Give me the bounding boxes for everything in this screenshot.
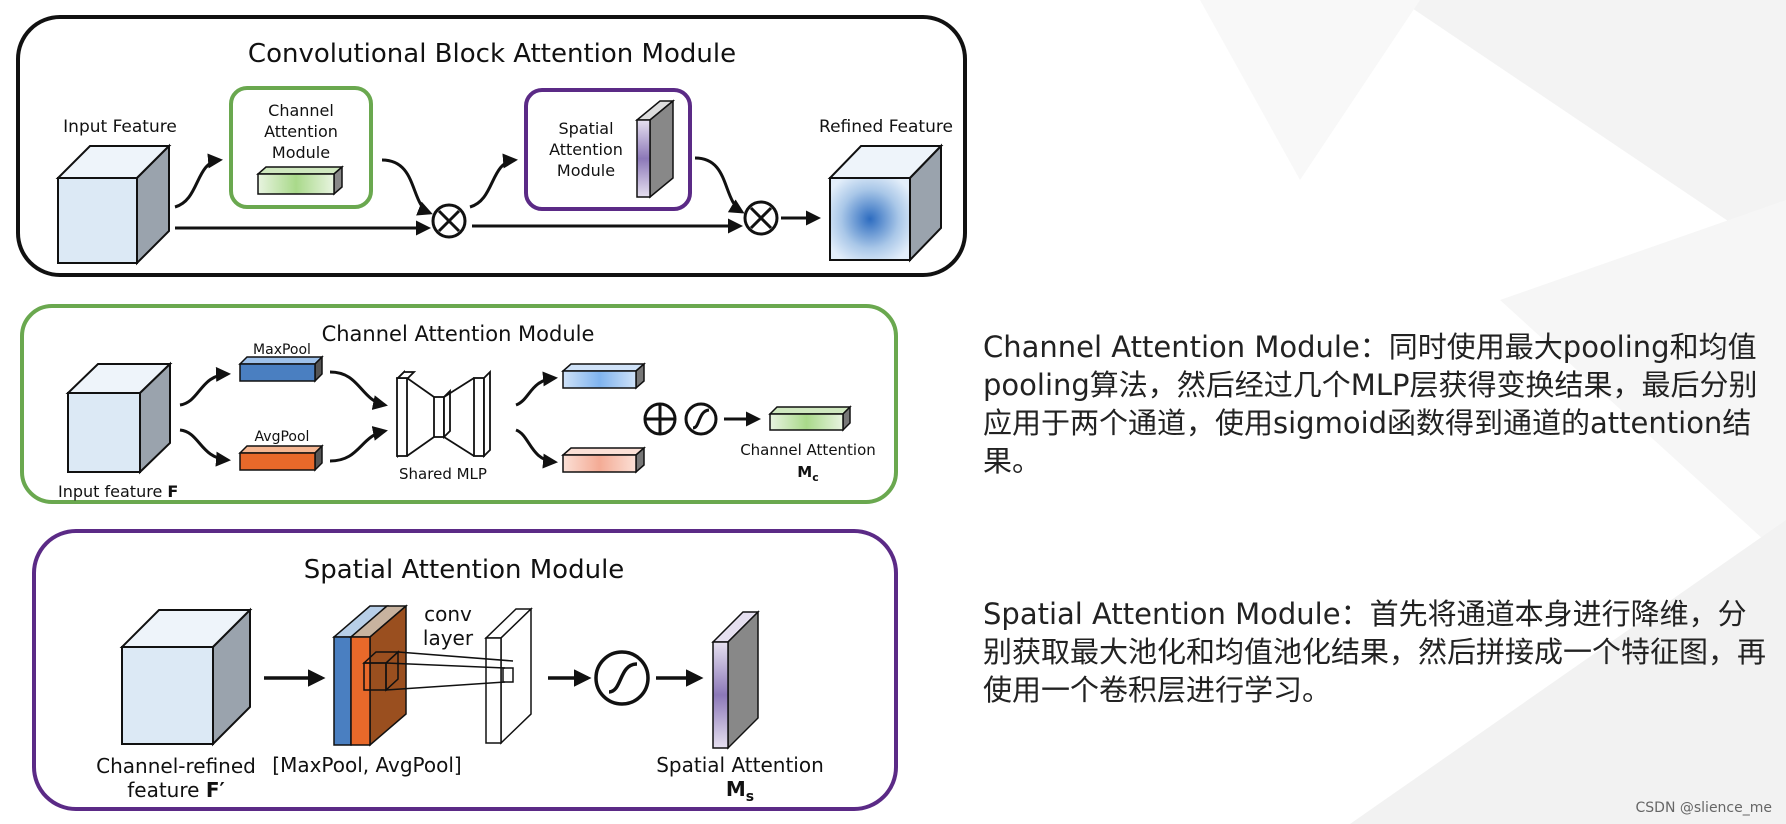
cbam-multiply-1-icon [431,203,467,239]
spatial-conv-label-line-1: conv [424,602,472,626]
channel-sum-icon [643,402,677,436]
spatial-pooled-maps [331,604,409,747]
cbam-output-label: Refined Feature [819,117,953,137]
spatial-title: Spatial Attention Module [304,555,625,585]
cbam-channel-module-line-3: Module [272,143,330,162]
spatial-input-symbol: F′ [206,778,225,802]
channel-maxpool-output-bar [561,362,646,390]
cbam-title: Convolutional Block Attention Module [248,39,736,69]
channel-maxpool-bar [238,355,324,383]
cbam-multiply-2-icon [743,200,779,236]
cbam-refined-cube [827,143,944,263]
channel-output-label: Channel Attention [740,441,876,459]
cbam-channel-module-line-2: Attention [264,122,338,141]
cbam-spatial-module-line-1: Spatial [558,119,613,138]
spatial-input-label-line-1: Channel-refined [96,754,256,778]
cbam-channel-module-line-1: Channel [268,101,334,120]
channel-avgpool-bar [238,444,324,472]
spatial-sigmoid-icon [594,650,650,706]
spatial-description: Spatial Attention Module：首先将通道本身进行降维，分别获… [983,597,1767,707]
channel-mlp-label: Shared MLP [399,465,487,483]
watermark: CSDN @slience_me [1635,800,1773,816]
channel-output-symbol: Mc [797,463,818,484]
channel-input-label: Input feature F [58,482,178,501]
channel-avgpool-output-bar [561,446,646,474]
spatial-panel: Spatial Attention Module Channel-refined… [32,529,898,811]
cbam-input-cube [55,143,172,266]
channel-input-cube [65,361,173,475]
cbam-diagram: Convolutional Block Attention Module Inp… [16,15,967,811]
spatial-conv-plane [385,607,533,745]
spatial-output-symbol: Ms [726,777,754,805]
spatial-attention-output-map [711,610,760,750]
spatial-output-label: Spatial Attention [656,753,824,777]
channel-sigmoid-icon [684,402,718,436]
spatial-input-label-line-2: feature F′ [127,778,225,802]
channel-shared-mlp [395,369,491,459]
channel-attention-output-bar [768,405,852,432]
channel-input-symbol: F [167,482,178,501]
cbam-spatial-module-line-3: Module [557,161,615,180]
spatial-pool-label: [MaxPool, AvgPool] [272,753,461,777]
cbam-channel-attention-bar [256,165,344,196]
cbam-flow-arrows [174,153,821,236]
channel-description: Channel Attention Module：同时使用最大pooling和均… [983,330,1758,478]
channel-panel: Channel Attention Module Input feature F… [20,304,898,504]
cbam-spatial-module-line-2: Attention [549,140,623,159]
spatial-panel-border [32,529,898,811]
cbam-panel: Convolutional Block Attention Module Inp… [16,15,967,277]
channel-avgpool-label: AvgPool [255,429,310,445]
channel-flow-arrows [179,366,761,469]
spatial-conv-label-line-2: layer [423,626,474,650]
channel-title: Channel Attention Module [322,322,595,346]
channel-maxpool-label: MaxPool [253,342,311,358]
spatial-input-cube [119,607,253,747]
cbam-spatial-attention-map [634,99,676,199]
cbam-input-label: Input Feature [63,117,177,137]
